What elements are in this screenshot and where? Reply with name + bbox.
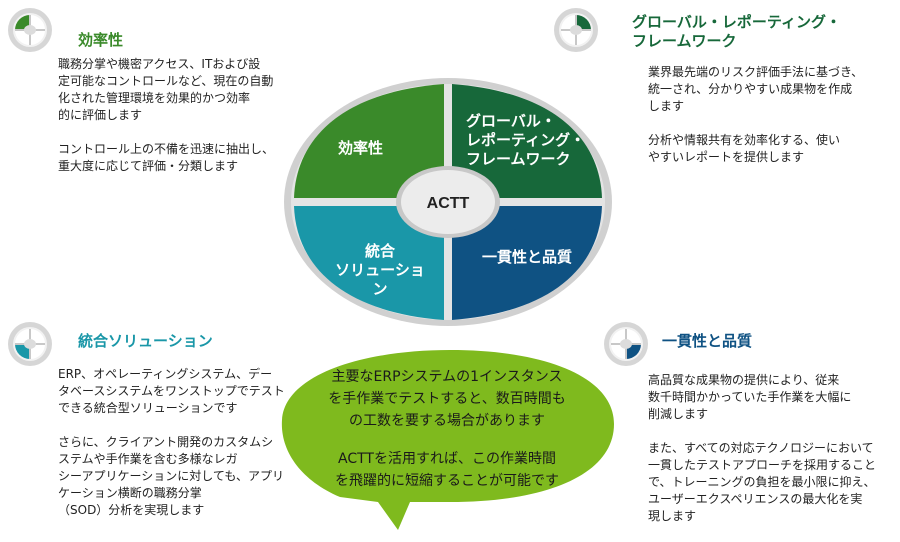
segment-label-efficiency: 効率性	[338, 139, 384, 157]
efficiency-description: 職務分掌や機密アクセス、ITおよび設定可能なコントロールなど、現在の自動化された…	[58, 57, 275, 173]
segment-efficiency	[294, 84, 444, 198]
integrated-description: ERP、オペレーティングシステム、データベースシステムをワンストップでテストでき…	[58, 367, 285, 517]
quadrant-teal-icon	[8, 322, 52, 366]
quadrant-dark-green-icon	[554, 8, 598, 52]
integrated-title: 統合ソリューション	[78, 332, 213, 350]
segment-integrated	[294, 206, 444, 320]
global-description: 業界最先端のリスク評価手法に基づき、統一され、分かりやすい成果物を作成します 分…	[648, 65, 864, 164]
quadrant-navy-icon	[604, 322, 648, 366]
center-label: ACTT	[427, 195, 470, 212]
segment-global	[452, 84, 602, 198]
global-title: グローバル・レポーティング・フレームワーク	[632, 13, 841, 50]
speech-bubble	[281, 350, 614, 530]
consistency-description: 高品質な成果物の提供により、従来数千時間かかっていた手作業を大幅に削減します ま…	[648, 373, 877, 523]
bubble-text: 主要なERPシステムの1インスタンスを手作業でテストすると、数百時間もの工数を要…	[328, 369, 566, 489]
segment-consistency	[452, 206, 602, 320]
segment-label-integrated: 統合ソリューション	[335, 242, 425, 298]
efficiency-title: 効率性	[78, 31, 124, 49]
quadrant-green-icon	[8, 8, 52, 52]
segment-label-consistency: 一貫性と品質	[482, 248, 573, 266]
segment-label-global: グローバル・レポーティング・フレームワーク	[466, 112, 586, 168]
consistency-title: 一貫性と品質	[662, 332, 753, 350]
